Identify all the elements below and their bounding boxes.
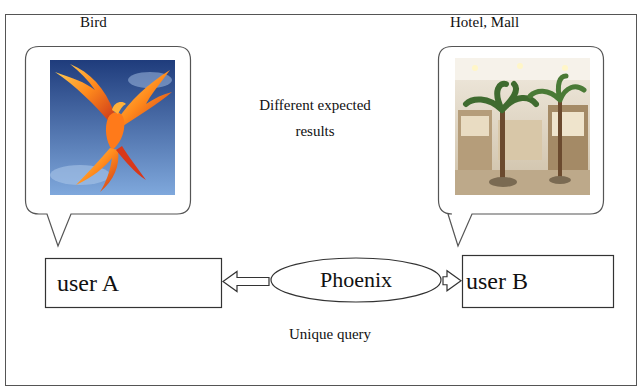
bubble-outline — [439, 47, 604, 247]
speech-bubble: Hotel, Mall — [438, 8, 604, 248]
node-label: user A — [57, 270, 119, 297]
query-ellipse: Phoenix — [270, 257, 442, 303]
box-outline — [46, 259, 222, 308]
note-label: Different expected results — [240, 92, 390, 144]
user-box: user A — [45, 258, 222, 308]
hollow-arrow — [443, 271, 461, 291]
frame-border — [6, 15, 637, 386]
bubble-heading: Hotel, Mall — [438, 8, 604, 32]
node-label: Phoenix — [320, 267, 392, 293]
phoenix-illustration — [50, 60, 175, 195]
speech-bubble: Bird — [25, 8, 191, 248]
ellipse-outline — [271, 258, 441, 302]
mall-photo — [455, 58, 590, 195]
bubble-heading: Bird — [25, 8, 191, 32]
bubble-outline — [26, 47, 191, 247]
node-label: user B — [466, 268, 528, 295]
user-box: user B — [462, 255, 614, 308]
note-label: Unique query — [270, 321, 390, 347]
node-outline — [25, 8, 191, 248]
node-outline — [438, 8, 604, 248]
hollow-arrow — [223, 272, 269, 292]
box-outline — [463, 256, 614, 308]
